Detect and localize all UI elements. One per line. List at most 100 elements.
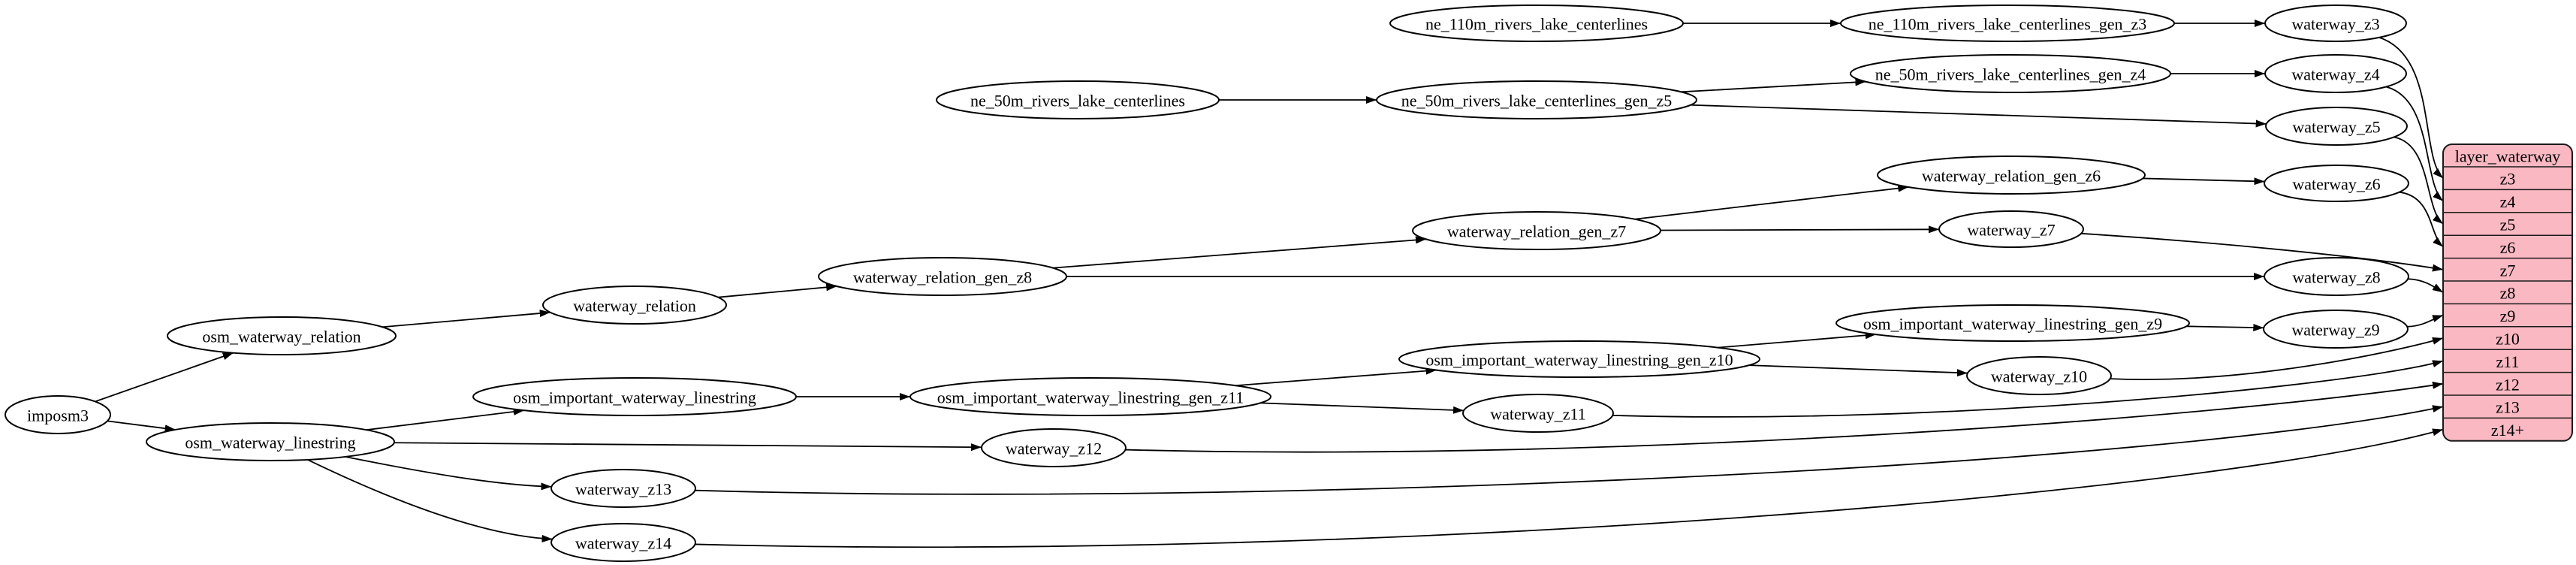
layer-waterway-title: layer_waterway [2455,147,2560,166]
ne-110m-rivers-lake-centerlines-gen-z3-label: ne_110m_rivers_lake_centerlines_gen_z3 [1869,15,2147,34]
edge-waterway-z8-to-table-z8 [2408,278,2444,293]
waterway-relation-gen-z6-ellipse [1877,156,2146,195]
edge-osm-waterway-linestring-to-osm-important-waterway-linestring [366,407,524,431]
waterway-relation-gen-z8-ellipse [818,257,1067,296]
osm-important-waterway-linestring-gen-z11-ellipse [909,377,1271,416]
ne-50m-rivers-lake-centerlines-gen-z4-ellipse [1850,54,2171,93]
edge-waterway-z13-to-table-z13 [695,405,2444,495]
node-waterway-relation-gen-z8: waterway_relation_gen_z8 [818,257,1067,296]
osm-waterway-relation-ellipse [167,316,397,355]
waterway-z8-label: waterway_z8 [2292,268,2380,287]
waterway-z14-label: waterway_z14 [575,534,671,553]
node-waterway-z14: waterway_z14 [550,523,696,562]
node-waterway-z8: waterway_z8 [2264,257,2409,296]
edge-osm-waterway-linestring-to-waterway-z14 [307,459,553,542]
waterway-relation-gen-z7-label: waterway_relation_gen_z7 [1447,222,1626,241]
edge-waterway-z7-to-table-z7 [2081,232,2444,272]
edge-imposm3-to-osm-waterway-linestring [107,420,176,433]
layer-waterway-row-z13: z13 [2496,398,2520,417]
waterway-z5-label: waterway_z5 [2292,118,2380,137]
imposm3-label: imposm3 [27,406,89,425]
waterway-z10-label: waterway_z10 [1991,367,2087,386]
waterway-z10-ellipse [1966,356,2112,395]
edge-osm-important-waterway-linestring-gen-z10-to-waterway-z10 [1748,364,1968,377]
edge-osm-important-waterway-linestring-gen-z10-to-osm-important-waterway-linestring-gen-z9 [1718,331,1876,349]
osm-waterway-linestring-label: osm_waterway_linestring [185,434,355,452]
waterway-z9-ellipse [2263,310,2409,349]
edge-ne-50m-rivers-lake-centerlines-gen-z5-to-waterway-z5 [1691,104,2267,128]
edge-osm-important-waterway-linestring-gen-z11-to-waterway-z11 [1260,402,1464,414]
layer-waterway-row-z14plus: z14+ [2491,421,2524,440]
waterway-z7-label: waterway_z7 [1967,221,2055,240]
waterway-z13-label: waterway_z13 [575,480,671,499]
layer-waterway-row-z5: z5 [2500,216,2516,234]
edge-waterway-z4-to-table-z4 [2385,86,2444,202]
node-waterway-z12: waterway_z12 [981,428,1127,467]
edge-waterway-relation-to-waterway-relation-gen-z8 [718,283,837,298]
node-waterway-z3: waterway_z3 [2264,5,2407,42]
waterway-relation-gen-z8-label: waterway_relation_gen_z8 [853,268,1032,287]
edge-waterway-relation-gen-z8-to-waterway-relation-gen-z7 [1052,236,1427,269]
waterway-relation-gen-z6-label: waterway_relation_gen_z6 [1922,167,2101,186]
node-ne-110m-rivers-lake-centerlines: ne_110m_rivers_lake_centerlines [1389,5,1684,42]
osm-important-waterway-linestring-gen-z10-label: osm_important_waterway_linestring_gen_z1… [1425,351,1733,370]
osm-waterway-relation-label: osm_waterway_relation [202,328,360,346]
node-waterway-z5: waterway_z5 [2265,107,2408,146]
node-osm-important-waterway-linestring-gen-z9: osm_important_waterway_linestring_gen_z9 [1835,304,2190,342]
waterway-z4-ellipse [2264,54,2407,93]
edge-osm-waterway-linestring-to-waterway-z13 [345,456,552,491]
osm-waterway-linestring-ellipse [146,422,395,461]
layer-waterway-row-z10: z10 [2496,330,2520,349]
edge-imposm3-to-osm-waterway-relation [95,352,234,403]
osm-important-waterway-linestring-gen-z9-label: osm_important_waterway_linestring_gen_z9 [1863,315,2162,334]
edge-osm-waterway-relation-to-waterway-relation [382,310,550,328]
ne-110m-rivers-lake-centerlines-gen-z3-ellipse [1840,5,2175,42]
node-waterway-z11: waterway_z11 [1462,394,1614,433]
osm-important-waterway-linestring-gen-z10-ellipse [1398,340,1760,378]
waterway-z7-ellipse [1938,210,2084,248]
ne-50m-rivers-lake-centerlines-gen-z4-label: ne_50m_rivers_lake_centerlines_gen_z4 [1875,65,2146,84]
node-waterway-z4: waterway_z4 [2264,54,2407,93]
waterway-z11-label: waterway_z11 [1490,405,1585,424]
node-osm-waterway-relation: osm_waterway_relation [167,316,397,355]
table-layer-waterway: layer_waterwayz3z4z5z6z7z8z9z10z11z12z13… [2442,144,2573,442]
node-osm-important-waterway-linestring: osm_important_waterway_linestring [472,377,797,416]
nodes-layer: imposm3 osm_waterway_relation osm_waterway… [5,5,2409,562]
layer-waterway-row-z4: z4 [2500,192,2516,211]
osm-important-waterway-linestring-label: osm_important_waterway_linestring [513,388,756,407]
waterway-z13-ellipse [550,469,696,508]
edge-waterway-z3-to-table-z3 [2378,37,2444,179]
layer-waterway-row-z6: z6 [2500,238,2516,257]
waterway-z12-ellipse [981,428,1127,467]
ne-50m-rivers-lake-centerlines-label: ne_50m_rivers_lake_centerlines [970,92,1185,110]
edge-osm-important-waterway-linestring-gen-z9-to-waterway-z9 [2186,323,2264,331]
edge-waterway-relation-gen-z7-to-waterway-relation-gen-z6 [1634,184,1909,220]
waterway-z12-label: waterway_z12 [1006,440,1102,458]
waterway-z9-label: waterway_z9 [2291,321,2379,340]
layer-waterway-row-z12: z12 [2496,375,2520,394]
layer-waterway-row-z8: z8 [2500,284,2516,303]
node-ne-50m-rivers-lake-centerlines-gen-z5: ne_50m_rivers_lake_centerlines_gen_z5 [1376,80,1697,119]
node-osm-waterway-linestring: osm_waterway_linestring [146,422,395,461]
waterway-z11-ellipse [1462,394,1614,433]
node-waterway-relation-gen-z6: waterway_relation_gen_z6 [1877,156,2146,195]
node-ne-110m-rivers-lake-centerlines-gen-z3: ne_110m_rivers_lake_centerlines_gen_z3 [1840,5,2175,42]
edge-waterway-z14-to-table-z14plus [695,428,2444,548]
edge-waterway-z5-to-table-z5 [2394,136,2444,225]
node-waterway-z6: waterway_z6 [2264,165,2409,202]
node-waterway-relation-gen-z7: waterway_relation_gen_z7 [1412,211,1661,250]
waterway-z6-ellipse [2264,165,2409,202]
layer-waterway-row-z7: z7 [2500,261,2516,279]
ne-110m-rivers-lake-centerlines-ellipse [1389,5,1684,42]
waterway-z14-ellipse [550,523,696,562]
edge-waterway-z11-to-table-z11 [1612,360,2444,418]
edge-waterway-z6-to-table-z6 [2399,191,2444,248]
node-waterway-z10: waterway_z10 [1966,356,2112,395]
edge-osm-important-waterway-linestring-gen-z11-to-osm-important-waterway-linestring-gen-z10 [1235,367,1437,387]
waterway-z3-ellipse [2264,5,2407,42]
node-ne-50m-rivers-lake-centerlines-gen-z4: ne_50m_rivers_lake_centerlines_gen_z4 [1850,54,2171,93]
node-waterway-relation: waterway_relation [542,286,727,325]
edges-layer [95,20,2444,548]
